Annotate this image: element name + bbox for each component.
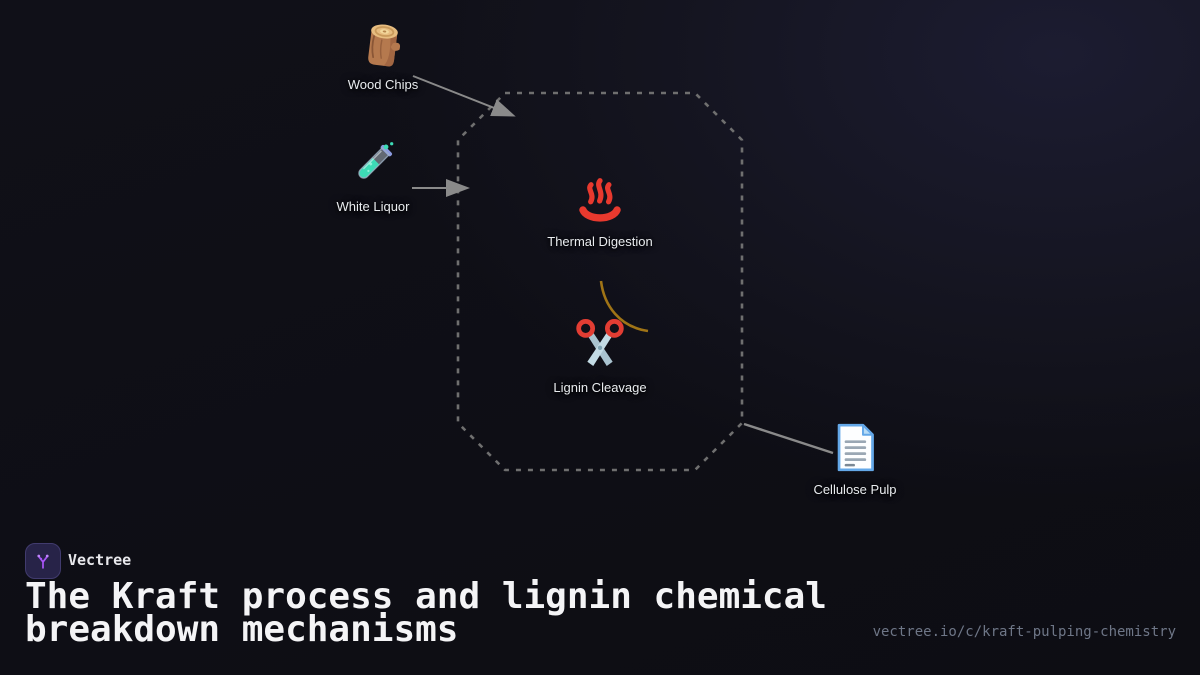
node-label: Lignin Cleavage: [553, 380, 647, 395]
node-label: Thermal Digestion: [547, 234, 653, 249]
vectree-branch-icon: [32, 550, 54, 572]
vectree-logo[interactable]: [25, 543, 61, 579]
scissors-icon: [573, 317, 627, 371]
node-label: White Liquor: [336, 199, 410, 214]
process-boundary: [456, 91, 744, 472]
node-white-liquor[interactable]: White Liquor: [298, 138, 448, 214]
page-title: The Kraft process and lignin chemical br…: [25, 576, 827, 650]
node-lignin-cleavage[interactable]: Lignin Cleavage: [525, 317, 675, 395]
page-icon: [832, 422, 878, 473]
node-cellulose-pulp[interactable]: Cellulose Pulp: [780, 422, 930, 497]
node-thermal-digestion[interactable]: Thermal Digestion: [525, 177, 675, 249]
node-label: Wood Chips: [347, 77, 419, 92]
node-label: Cellulose Pulp: [813, 482, 897, 497]
page-url[interactable]: vectree.io/c/kraft-pulping-chemistry: [872, 624, 1176, 640]
test-tube-icon: [347, 138, 399, 190]
brand-name: Vectree: [68, 551, 132, 569]
wood-log-icon: [357, 16, 409, 68]
hot-springs-icon: [574, 177, 626, 225]
node-wood-chips[interactable]: Wood Chips: [308, 16, 458, 92]
